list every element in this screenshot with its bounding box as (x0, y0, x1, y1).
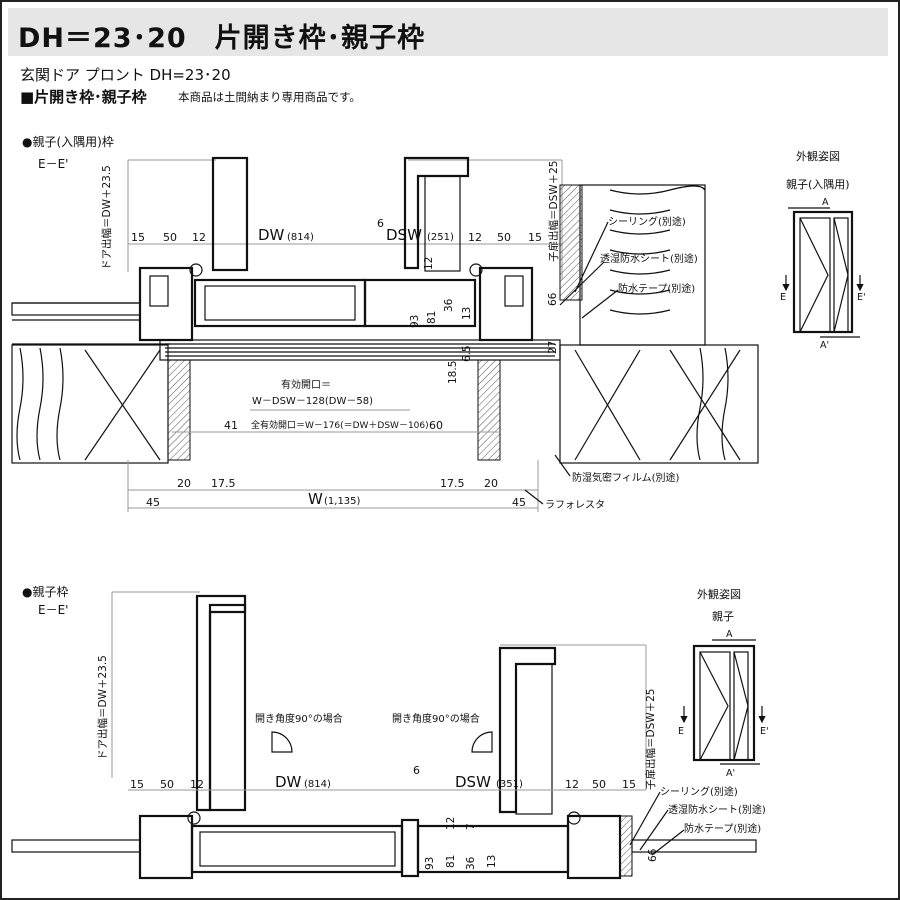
section1-child-width-label: 子扉出幅＝DSW＋25 (547, 161, 560, 263)
s1-elevation-title: 外観姿図 (796, 149, 840, 163)
s1-dim-41: 41 (224, 419, 238, 432)
s1-dim-12b: 12 (468, 231, 482, 244)
s1-dim-12a: 12 (192, 231, 206, 244)
s1-callout-sheet: 透湿防水シート(別途) (600, 252, 698, 265)
s2-mark-a: A (726, 629, 733, 640)
s1-mark-e-prime: E' (857, 292, 866, 303)
s2-dw: DW (275, 773, 302, 791)
s1-dim-6: 6 (377, 217, 384, 230)
s1-bdim-20b: 20 (484, 477, 498, 490)
s1-bdim-45a: 45 (146, 496, 160, 509)
s1-vdim-93: 93 (409, 315, 421, 328)
s1-callout-laforesta: ラフォレスタ (545, 499, 605, 511)
s2-vdim-7: 7 (465, 823, 477, 830)
s1-vdim-12: 12 (423, 257, 435, 270)
s2-elevation-sub: 親子 (712, 610, 734, 623)
s2-dim-6: 6 (413, 764, 420, 777)
frame-heading: ■片開き枠･親子枠 (20, 88, 147, 106)
s1-vdim-36: 36 (443, 298, 455, 312)
s1-vdim-27: 27 (547, 341, 559, 354)
s2-dim-15b: 15 (622, 778, 636, 791)
s1-mark-a: A (822, 197, 829, 208)
s1-bdim-17-5b: 17.5 (440, 477, 465, 490)
s2-callout-tape: 防水テープ(別途) (684, 822, 761, 835)
s1-vdim-6-5: 6.5 (461, 345, 473, 362)
product-subtitle: 玄関ドア プロント DH=23･20 (20, 66, 231, 84)
section1-label: ●親子(入隅用)枠 (22, 135, 114, 149)
s2-dim-12a: 12 (190, 778, 204, 791)
s2-dim-15a: 15 (130, 778, 144, 791)
s2-vdim-81: 81 (445, 855, 457, 868)
s2-callout-sealing: シーリング(別途) (660, 785, 738, 798)
section2-label: ●親子枠 (22, 585, 68, 599)
s1-bdim-17-5a: 17.5 (211, 477, 236, 490)
s1-dsw-value: (251) (427, 232, 454, 243)
s1-effective-formula: W－DSW－128(DW－58) (252, 396, 373, 407)
s2-mark-e-prime: E' (760, 726, 769, 737)
s1-dim-50a: 50 (163, 231, 177, 244)
s1-total-opening: 全有効開口＝W－176(＝DW＋DSW－106) (251, 419, 429, 431)
s1-vdim-13: 13 (461, 307, 473, 320)
s1-vdim-81: 81 (426, 311, 438, 324)
s2-mark-a-prime: A' (726, 768, 735, 779)
s2-dim-50b: 50 (592, 778, 606, 791)
s1-dim-60: 60 (429, 419, 443, 432)
s2-vdim-12: 12 (445, 817, 457, 830)
s1-bdim-45b: 45 (512, 496, 526, 509)
section2-door-width-label: ドア出幅＝DW＋23.5 (96, 655, 109, 760)
s2-dsw: DSW (455, 773, 491, 791)
s1-effective-opening: 有効開口＝ (281, 378, 331, 391)
s1-mark-a-prime: A' (820, 340, 829, 351)
s1-w: W (308, 490, 323, 508)
s1-callout-sealing: シーリング(別途) (608, 215, 686, 228)
s2-elevation-title: 外観姿図 (697, 587, 741, 601)
section2-child-width-label: 子扉出幅＝DSW＋25 (644, 689, 657, 791)
s1-callout-film: 防湿気密フィルム(別途) (572, 471, 680, 484)
s2-vdim-36: 36 (465, 856, 477, 870)
s1-mark-e: E (780, 292, 786, 303)
install-note: 本商品は土間納まり専用商品です。 (178, 90, 361, 104)
s2-dim-12b: 12 (565, 778, 579, 791)
s1-bdim-20a: 20 (177, 477, 191, 490)
s2-dw-value: (814) (304, 779, 331, 790)
s2-dim-50a: 50 (160, 778, 174, 791)
s2-swing-right: 開き角度90°の場合 (392, 712, 480, 725)
s1-w-value: (1,135) (324, 496, 361, 507)
s1-dim-50b: 50 (497, 231, 511, 244)
section1-mark: E－E' (38, 157, 68, 171)
s1-callout-tape: 防水テープ(別途) (618, 282, 695, 295)
s2-swing-left: 開き角度90°の場合 (255, 712, 343, 725)
s2-dsw-value: (351) (496, 779, 523, 790)
s1-dw: DW (258, 226, 285, 244)
s1-dim-15b: 15 (528, 231, 542, 244)
section2-mark: E－E' (38, 603, 68, 617)
title-bar: DH＝23･20 片開き枠･親子枠 (8, 8, 888, 56)
page-title: DH＝23･20 片開き枠･親子枠 (18, 23, 426, 54)
s1-vdim-18-5: 18.5 (447, 361, 459, 384)
s1-vdim-66: 66 (547, 292, 559, 306)
section1-door-width-label: ドア出幅＝DW＋23.5 (100, 165, 113, 270)
s2-mark-e: E (678, 726, 684, 737)
s2-callout-sheet: 透湿防水シート(別途) (668, 803, 766, 816)
s2-vdim-13: 13 (486, 855, 498, 868)
s1-elevation-sub: 親子(入隅用) (786, 178, 850, 191)
s1-dw-value: (814) (287, 232, 314, 243)
s1-dim-15a: 15 (131, 231, 145, 244)
s2-vdim-93: 93 (424, 857, 436, 870)
